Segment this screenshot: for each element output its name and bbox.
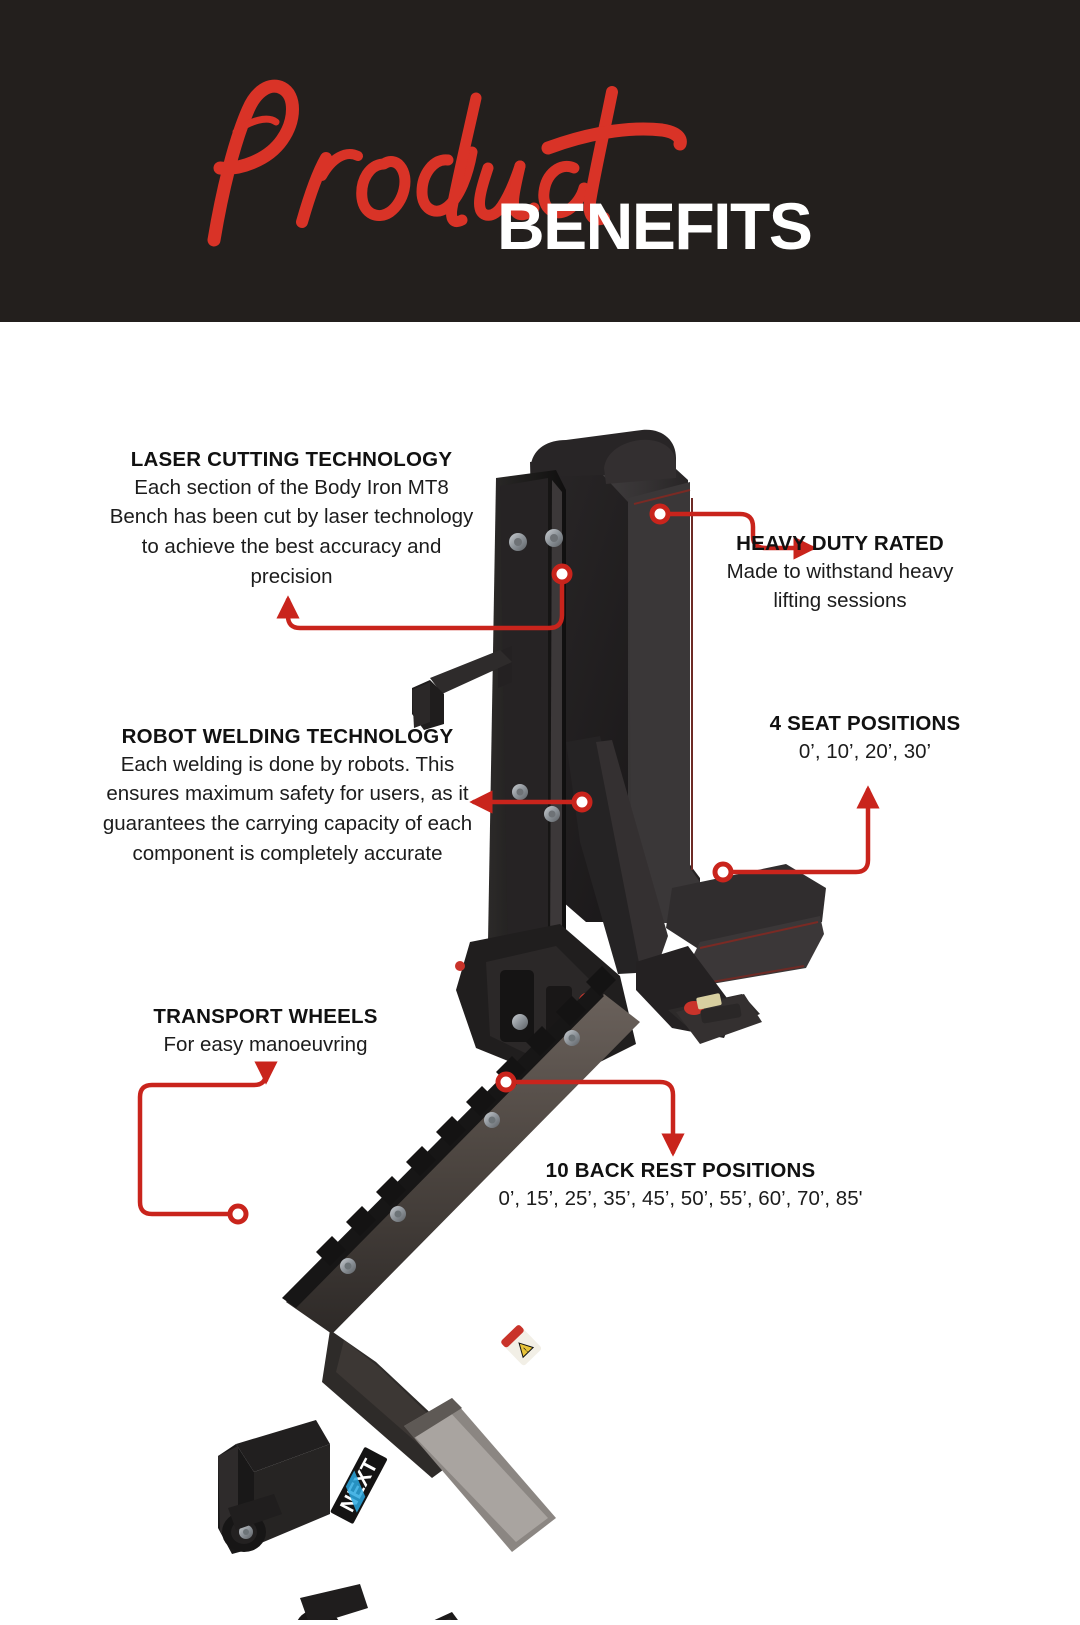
- callout-body: 0’, 15’, 25’, 35’, 45’, 50’, 55’, 60’, 7…: [458, 1184, 903, 1214]
- callout-body: Made to withstand heavy lifting sessions: [700, 557, 980, 616]
- callout-title: TRANSPORT WHEELS: [128, 1004, 403, 1030]
- callout-title: LASER CUTTING TECHNOLOGY: [104, 447, 479, 473]
- callout-title: 10 BACK REST POSITIONS: [458, 1158, 903, 1184]
- callout-robot-welding-technology: ROBOT WELDING TECHNOLOGY Each welding is…: [100, 724, 475, 869]
- callout-title: HEAVY DUTY RATED: [700, 531, 980, 557]
- callout-body: For easy manoeuvring: [128, 1030, 403, 1060]
- callout-title: 4 SEAT POSITIONS: [740, 711, 990, 737]
- callout-heavy-duty-rated: HEAVY DUTY RATED Made to withstand heavy…: [700, 531, 980, 616]
- callout-10-back-rest-positions: 10 BACK REST POSITIONS 0’, 15’, 25’, 35’…: [458, 1158, 903, 1213]
- callout-4-seat-positions: 4 SEAT POSITIONS 0’, 10’, 20’, 30’: [740, 711, 990, 766]
- header-benefits-word: BENEFITS: [497, 193, 811, 259]
- callout-transport-wheels: TRANSPORT WHEELS For easy manoeuvring: [128, 1004, 403, 1059]
- callout-body: Each welding is done by robots. This ens…: [100, 750, 475, 869]
- callout-body: Each section of the Body Iron MT8 Bench …: [104, 473, 479, 592]
- header-inner: BENEFITS: [0, 0, 1080, 322]
- callout-title: ROBOT WELDING TECHNOLOGY: [100, 724, 475, 750]
- callout-laser-cutting-technology: LASER CUTTING TECHNOLOGY Each section of…: [104, 447, 479, 592]
- callout-body: 0’, 10’, 20’, 30’: [740, 737, 990, 767]
- brand-badge: NEXT: [330, 1447, 388, 1525]
- warning-sticker: !: [500, 1324, 542, 1367]
- header-banner: BENEFITS: [0, 0, 1080, 322]
